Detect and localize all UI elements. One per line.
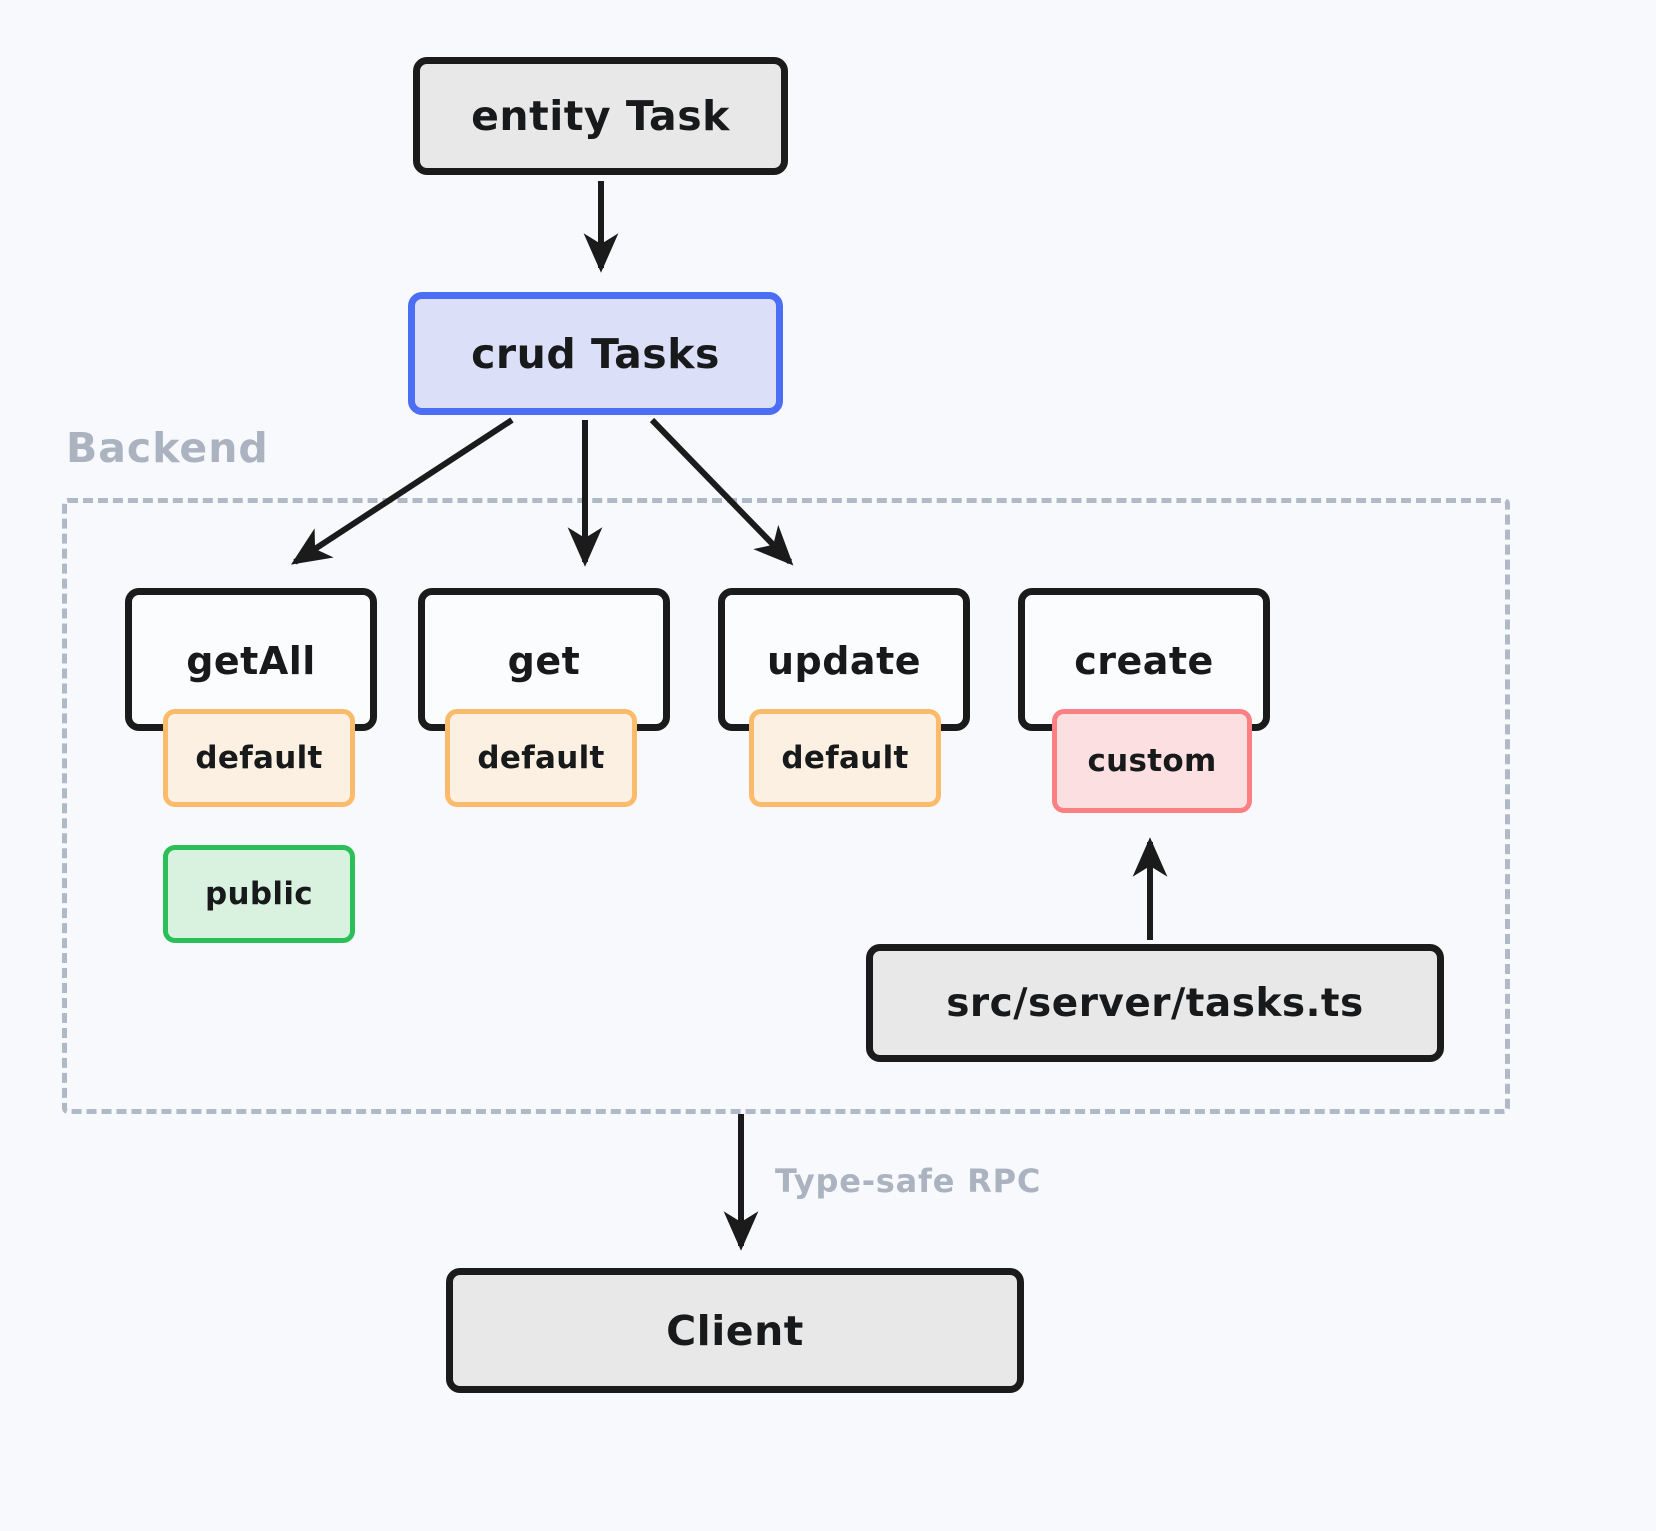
node-method-get[interactable]: get [418,588,670,731]
edge-label-type-safe-rpc: Type-safe RPC [775,1162,1042,1200]
node-src-server-tasks-ts[interactable]: src/server/tasks.ts [866,944,1444,1062]
node-method-create[interactable]: create [1018,588,1270,731]
node-client[interactable]: Client [446,1268,1024,1393]
badge-get-default[interactable]: default [445,709,637,807]
badge-getall-default[interactable]: default [163,709,355,807]
backend-subgraph-label: Backend [66,424,269,472]
node-entity-task[interactable]: entity Task [413,57,788,175]
badge-update-default[interactable]: default [749,709,941,807]
badge-create-custom[interactable]: custom [1052,709,1252,813]
node-crud-tasks[interactable]: crud Tasks [408,292,783,415]
badge-getall-public[interactable]: public [163,845,355,943]
node-method-update[interactable]: update [718,588,970,731]
